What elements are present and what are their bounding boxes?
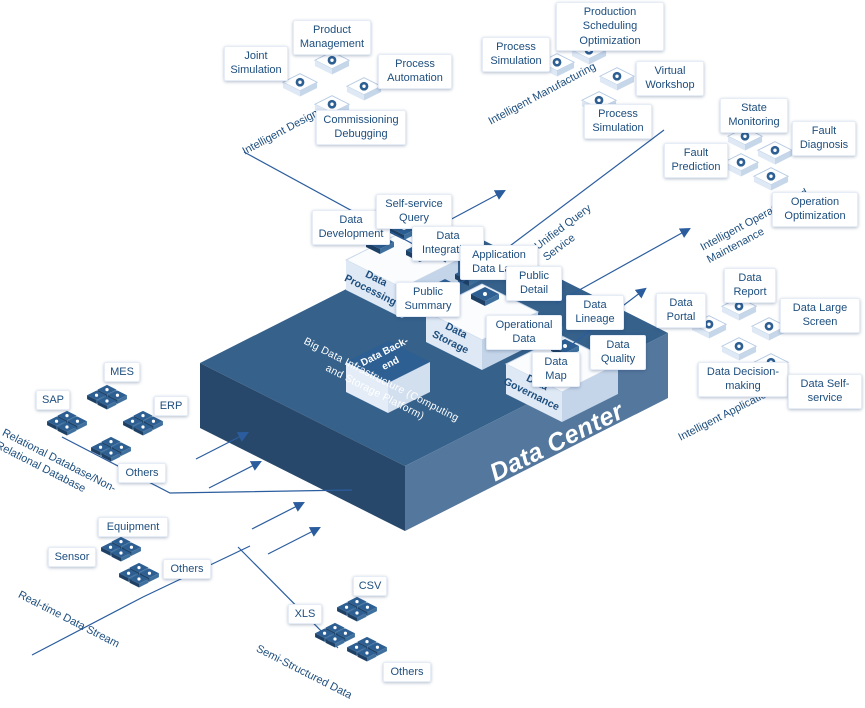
sensor-icon <box>119 562 159 588</box>
capability-self-service-query: Self-service Query <box>376 194 452 229</box>
item-joint-simulation: Joint Simulation <box>224 46 288 81</box>
flow-arrow-relational-2 <box>208 461 262 489</box>
capability-data-quality: Data Quality <box>590 335 646 370</box>
source-erp: ERP <box>154 396 188 417</box>
source-csv: CSV <box>353 576 387 597</box>
flow-arrow-realtime-2 <box>267 527 321 555</box>
item-data-portal: Data Portal <box>656 293 706 328</box>
capability-public-detail: Public Detail <box>506 266 562 301</box>
platform-left-face <box>200 363 405 531</box>
item-commissioning-debugging: Commissioning Debugging <box>316 110 406 145</box>
item-production-scheduling-optimization: Production Scheduling Optimization <box>556 2 664 51</box>
source-mes: MES <box>104 362 140 383</box>
capability-data-lineage: Data Lineage <box>566 295 624 330</box>
item-virtual-workshop: Virtual Workshop <box>636 61 704 96</box>
flow-line-realtime <box>31 545 251 656</box>
storage-left-face <box>426 312 482 370</box>
item-product-management: Product Management <box>293 20 371 55</box>
flow-line-relational <box>61 436 353 494</box>
source-sap: SAP <box>36 390 70 411</box>
item-state-monitoring: State Monitoring <box>720 98 788 133</box>
capability-public-summary: Public Summary <box>396 282 460 317</box>
source-others-realtime: Others <box>163 559 211 580</box>
governance-left-face <box>506 364 562 422</box>
capability-operational-data: Operational Data <box>486 315 562 350</box>
item-data-report: Data Report <box>724 268 776 303</box>
item-data-self-service: Data Self-service <box>788 374 862 409</box>
item-data-large-screen: Data Large Screen <box>780 298 860 333</box>
source-equipment: Equipment <box>98 517 168 538</box>
capability-data-map: Data Map <box>532 352 580 387</box>
block-data-backend <box>346 341 430 413</box>
flow-arrow-manufacturing <box>445 189 506 223</box>
item-process-automation: Process Automation <box>378 54 452 89</box>
source-others-semistructured: Others <box>383 662 431 683</box>
item-fault-prediction: Fault Prediction <box>664 143 728 178</box>
item-fault-diagnosis: Fault Diagnosis <box>792 121 856 156</box>
backend-right-face <box>388 362 430 413</box>
processing-left-face <box>346 260 402 318</box>
item-process-simulation-a: Process Simulation <box>482 37 550 72</box>
source-xls: XLS <box>288 604 322 625</box>
flow-arrow-relational-1 <box>195 432 249 460</box>
item-operation-optimization: Operation Optimization <box>772 192 858 227</box>
item-process-simulation-b: Process Simulation <box>584 104 652 139</box>
backend-left-face <box>346 362 388 413</box>
sap-icon <box>47 410 87 436</box>
source-sensor: Sensor <box>48 547 96 568</box>
governance-right-face <box>562 364 618 422</box>
item-data-decision-making: Data Decision-making <box>698 362 788 397</box>
flow-arrow-realtime-1 <box>251 502 305 530</box>
flow-arrow-operation-maintenance <box>555 227 691 304</box>
others-semistructured-icon <box>347 636 387 662</box>
source-others-relational: Others <box>118 463 166 484</box>
